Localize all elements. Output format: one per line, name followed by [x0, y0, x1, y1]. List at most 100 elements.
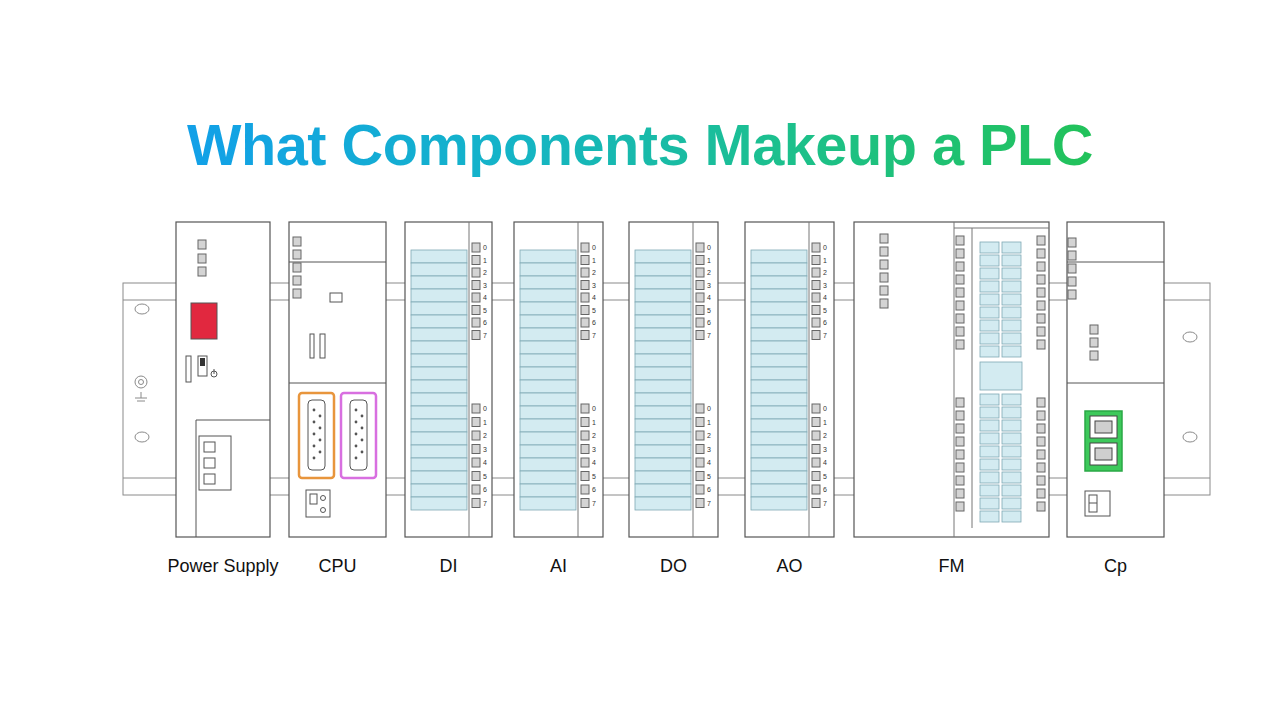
terminal-cover-cell: [411, 354, 467, 367]
channel-number: 2: [592, 269, 596, 277]
channel-number: 0: [592, 244, 596, 252]
status-led: [812, 306, 820, 315]
channel-number: 5: [823, 307, 827, 315]
status-led: [696, 472, 704, 481]
status-led: [1037, 398, 1045, 407]
terminal-cover-cell: [411, 471, 467, 484]
plc-module: DI: [405, 222, 492, 537]
module-housing: [514, 222, 603, 537]
terminal-cell: [1002, 242, 1021, 253]
terminal-cell: [1002, 320, 1021, 331]
terminal-cover-cell: [520, 341, 576, 354]
status-led: [1090, 351, 1098, 360]
channel-number: 7: [592, 500, 596, 508]
terminal-cell: [980, 498, 999, 509]
status-led: [1037, 437, 1045, 446]
power-switch: [198, 356, 207, 376]
status-led: [812, 472, 820, 481]
status-led: [293, 289, 301, 298]
terminal-cover-cell: [751, 289, 807, 302]
channel-number: 6: [707, 319, 711, 327]
terminal-cover-cell: [635, 380, 691, 393]
port-highlight: [341, 393, 376, 478]
status-led: [1090, 325, 1098, 334]
status-led: [1037, 340, 1045, 349]
db9-pin: [313, 433, 316, 436]
divider: [693, 222, 694, 537]
divider: [289, 262, 386, 263]
status-led: [812, 256, 820, 265]
status-led: [956, 275, 964, 284]
db9-pin: [361, 415, 364, 418]
db9-pin: [319, 439, 322, 442]
module-label: DI: [395, 555, 502, 577]
terminal-cover-cell: [520, 354, 576, 367]
terminal-cover-cell: [635, 263, 691, 276]
screw: [321, 508, 326, 513]
status-led: [581, 431, 589, 440]
module-label: Cp: [1057, 555, 1174, 577]
status-led: [1068, 264, 1076, 273]
status-led: [956, 301, 964, 310]
terminal-cell: [980, 433, 999, 444]
status-led: [472, 331, 480, 340]
terminal-cell: [980, 420, 999, 431]
status-led: [198, 267, 206, 276]
channel-number: 2: [483, 432, 487, 440]
terminal-cover-cell: [411, 250, 467, 263]
module-housing: [1067, 222, 1164, 537]
terminal-cover-cell: [411, 302, 467, 315]
rj45-socket: [1095, 448, 1112, 460]
rj45-port: [1090, 443, 1117, 465]
terminal-cover-cell: [751, 354, 807, 367]
terminal-cover-cell: [751, 445, 807, 458]
drawing-line: [137, 401, 145, 402]
status-led: [696, 445, 704, 454]
status-led: [956, 502, 964, 511]
memory-card-slot: [330, 293, 342, 302]
module-label: AO: [735, 555, 844, 577]
terminal-cell: [1002, 433, 1021, 444]
terminal: [204, 474, 215, 484]
status-led: [472, 485, 480, 494]
terminal-cover-cell: [635, 341, 691, 354]
terminal-cover-cell: [635, 315, 691, 328]
status-led: [812, 293, 820, 302]
status-led: [293, 276, 301, 285]
terminal-cover-cell: [635, 432, 691, 445]
module-housing: [405, 222, 492, 537]
channel-number: 5: [592, 473, 596, 481]
switch-lever: [200, 358, 205, 366]
db9-connector: [308, 400, 325, 470]
status-led: [812, 445, 820, 454]
status-led: [293, 250, 301, 259]
terminal-cover-cell: [411, 445, 467, 458]
terminal-cover-cell: [751, 471, 807, 484]
status-led: [812, 268, 820, 277]
channel-number: 2: [823, 269, 827, 277]
terminal-cover-cell: [411, 484, 467, 497]
status-led: [696, 256, 704, 265]
plc-module: FM: [854, 222, 1049, 537]
terminal-cell: [980, 394, 999, 405]
terminal: [204, 458, 215, 468]
terminal-cell: [1002, 346, 1021, 357]
status-led: [1068, 251, 1076, 260]
status-led: [956, 424, 964, 433]
db9-pin: [355, 457, 358, 460]
db9-pin: [361, 427, 364, 430]
channel-number: 3: [592, 446, 596, 454]
status-led: [472, 431, 480, 440]
terminal-cover-cell: [751, 432, 807, 445]
mode-switch: [310, 334, 314, 358]
status-led: [198, 240, 206, 249]
status-led: [812, 281, 820, 290]
channel-number: 3: [483, 282, 487, 290]
status-led: [1037, 463, 1045, 472]
terminal-cell: [980, 268, 999, 279]
status-led: [472, 458, 480, 467]
channel-number: 2: [483, 269, 487, 277]
db9-pin: [313, 445, 316, 448]
status-led: [956, 288, 964, 297]
db9-pin: [313, 409, 316, 412]
